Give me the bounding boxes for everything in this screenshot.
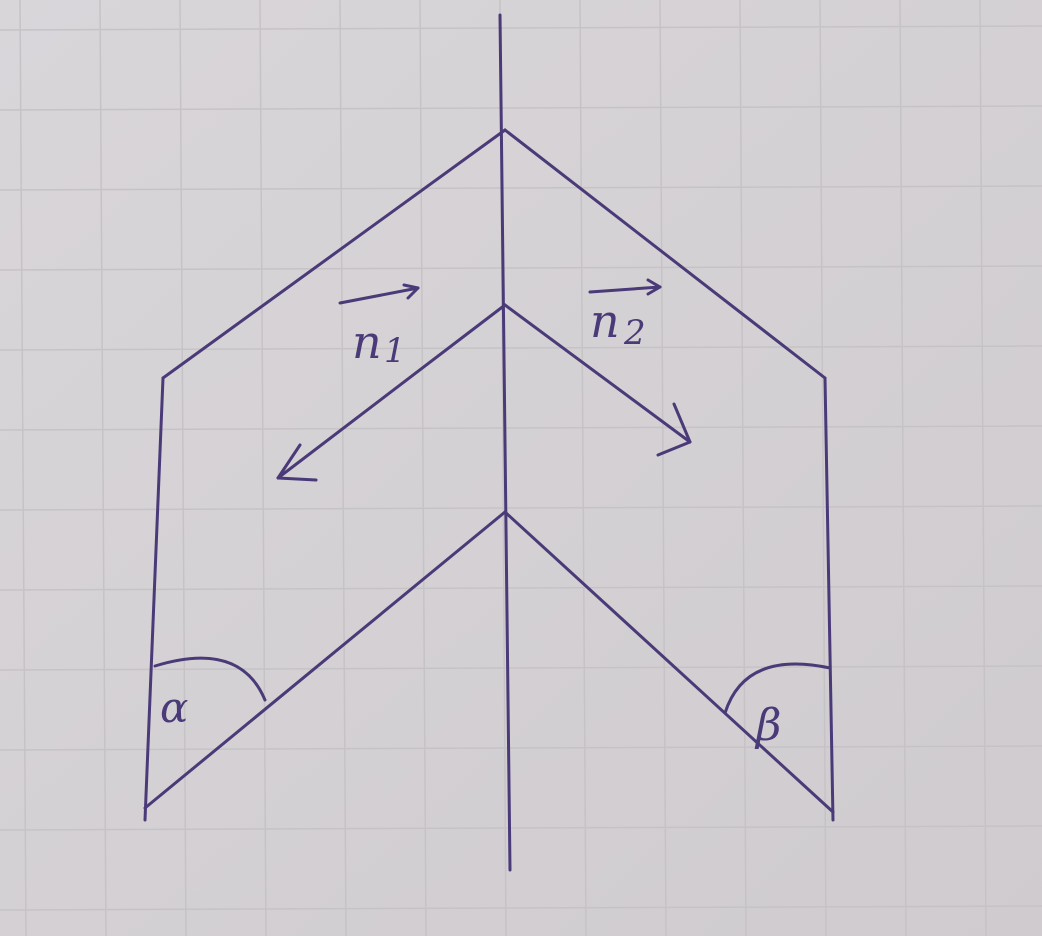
lower-right-edge [503, 510, 835, 814]
vertical-axis [498, 13, 512, 872]
upper-left-edge [161, 128, 507, 380]
grid-line-horizontal [0, 585, 1042, 591]
grid-line-vertical [899, 0, 907, 936]
grid-line-vertical [659, 0, 667, 936]
grid-line-horizontal [0, 905, 1042, 911]
n1-arrowhead [276, 443, 318, 482]
left-side-edge [143, 376, 165, 822]
grid-line-horizontal [0, 745, 1042, 751]
lower-left-edge [143, 510, 507, 810]
n1-subscript: 1 [384, 331, 406, 371]
grid-line-vertical [99, 0, 107, 936]
grid-line-vertical [739, 0, 747, 936]
beta-label: β [754, 700, 781, 751]
upper-right-edge [503, 128, 827, 380]
grid-line-vertical [19, 0, 27, 936]
grid-line-horizontal [0, 25, 1042, 31]
grid-line-vertical [979, 0, 987, 936]
grid-line-vertical [419, 0, 427, 936]
alpha-label: α [160, 683, 188, 732]
grid-line-horizontal [0, 345, 1042, 351]
n2-overarrow [588, 278, 662, 296]
grid-line-vertical [579, 0, 587, 936]
n1-overarrow [338, 283, 420, 305]
n1-vector-line [276, 303, 507, 480]
grid-line-horizontal [0, 265, 1042, 271]
grid-line-vertical [259, 0, 267, 936]
n2-subscript: 2 [623, 313, 646, 353]
grid-line-horizontal [0, 105, 1042, 111]
grid-line-horizontal [0, 185, 1042, 191]
grid-line-horizontal [0, 665, 1042, 671]
normal-vector-n1 [276, 303, 507, 482]
grid-line-horizontal [0, 505, 1042, 511]
n2-arrowhead [656, 402, 692, 457]
grid-line-vertical [339, 0, 347, 936]
grid-line-vertical [819, 0, 827, 936]
grid-line-vertical [179, 0, 187, 936]
right-side-edge [823, 376, 835, 822]
beta-angle-arc [723, 662, 832, 715]
normal-vector-n2 [503, 303, 692, 457]
n2-label: n [590, 294, 620, 348]
n1-label: n [352, 315, 382, 369]
grid-line-horizontal [0, 825, 1042, 831]
alpha-angle-arc [153, 656, 267, 702]
n2-vector-line [503, 303, 692, 444]
grid-line-horizontal [0, 425, 1042, 431]
